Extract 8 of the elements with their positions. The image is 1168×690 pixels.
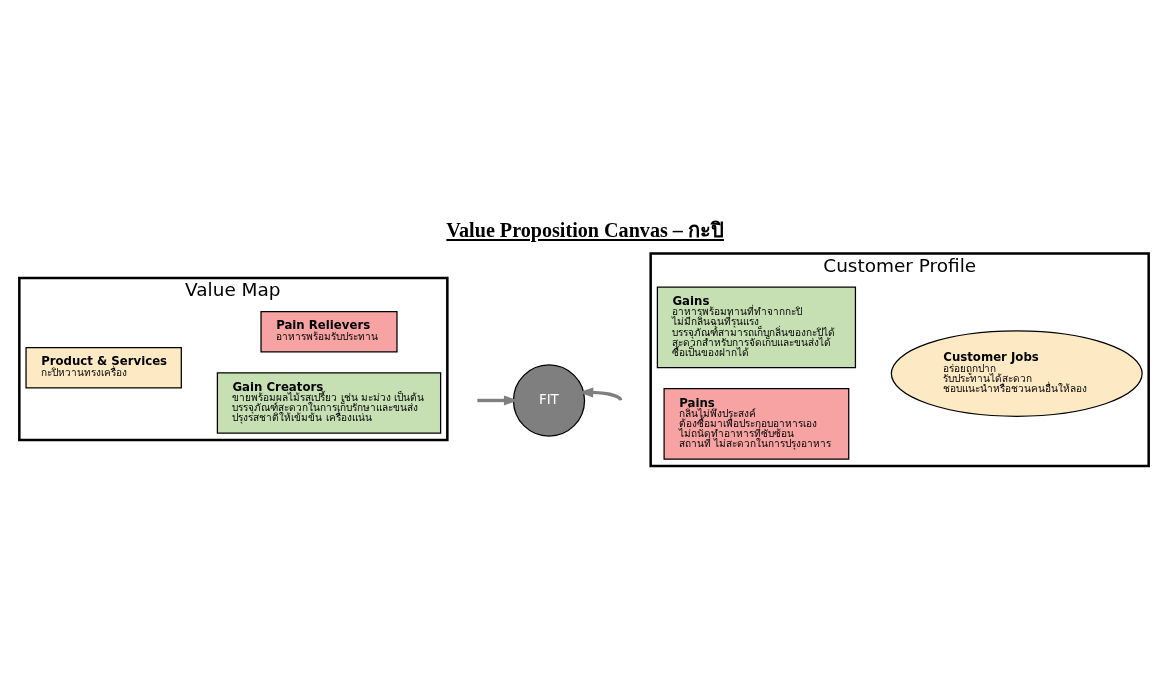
node-box: Gain Creators ขายพร้อมผลไม้รสเปรี้ยว เช่น มะม่วง เป็นต้น บรรจุภัณฑ์สะดวกในการเก็บรักษาและขนส่ง ปรุงรสชาติให้เข้มข้น เครื่องแน่น bbox=[216, 371, 442, 434]
node-box: Pain Relievers อาหารพร้อมรับประทาน bbox=[260, 310, 398, 352]
node-box: Product & Services กะปิหวานทรงเครื่อง bbox=[25, 346, 182, 388]
node-circle: FIT bbox=[512, 363, 586, 437]
diagram-title: Value Proposition Canvas – กะปิ bbox=[446, 218, 724, 241]
node-box: Gains อาหารพร้อมทานที่ทำจากกะปิ ไม่มีกลิ่นฉุนที่รุนแรง บรรจุภัณฑ์สามารถเก็บกลิ่นของกะปิได้ สะดวกสำหรับการจัดเก็บและขนส่งได้ ซื้อเป็นของฝากได้ bbox=[656, 286, 857, 368]
node-box: Pains กลิ่นไม่พึงประสงค์ ต้องซื้อมาเพื่อประกอบอาหารเอง ไม่ถนัดทำอาหารที่ซับซ้อน สถานที่ ไม่สะดวกในการปรุงอาหาร bbox=[663, 387, 850, 460]
node-ellipse: Customer Jobs อร่อยถูกปาก รับประทานได้สะดวก ชอบแนะนำหรือชวนคนอื่นให้ลอง bbox=[890, 329, 1143, 417]
